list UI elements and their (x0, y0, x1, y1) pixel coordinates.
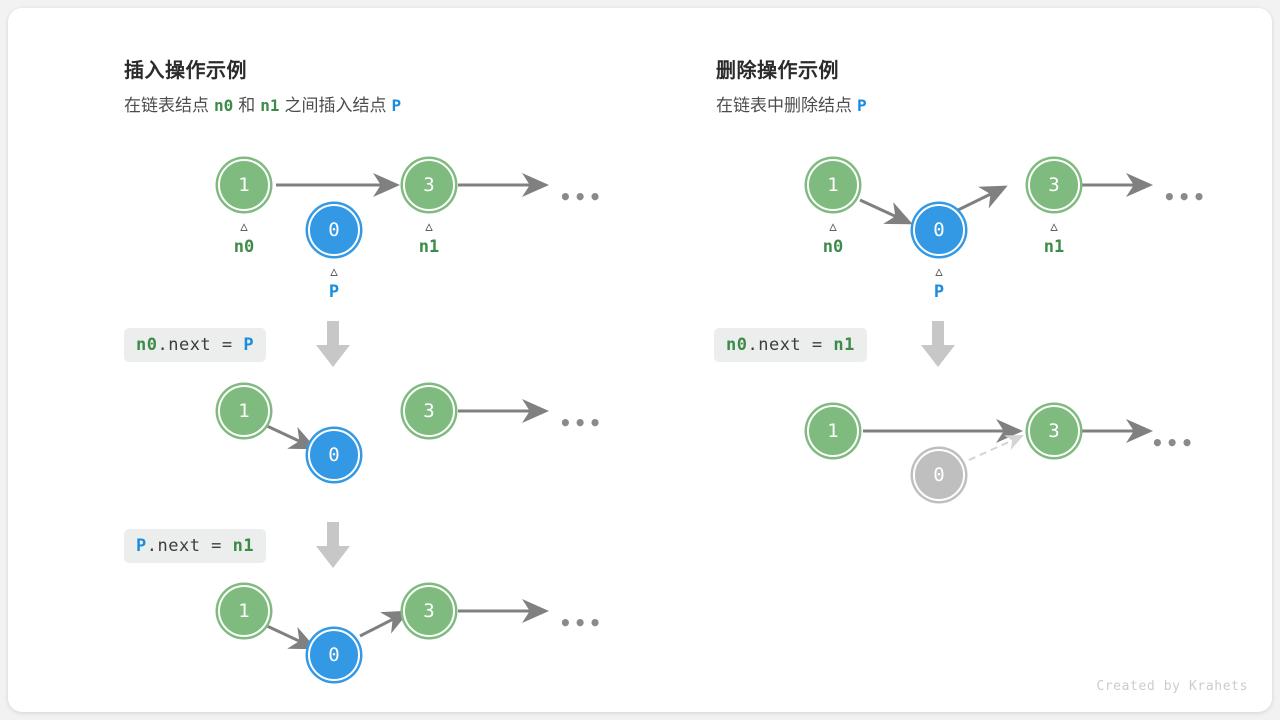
subtitle-code-p: P (857, 96, 867, 115)
caret-icon: ▵ (425, 217, 433, 235)
node-3-row2: 3 (1028, 405, 1080, 457)
delete-panel-title: 删除操作示例 (716, 60, 839, 82)
code-target: P (136, 536, 147, 556)
node-0-row1: 0 (913, 204, 965, 256)
node-3-row3: 3 (403, 585, 455, 637)
delete-panel: 删除操作示例 在链表中删除结点 P 1 0 3 ••• ▵ n0 ▵ P ▵ (640, 8, 1272, 712)
pointer-n0-row1: ▵ n0 (803, 217, 863, 258)
pointer-n0-row1: ▵ n0 (214, 217, 274, 258)
pointer-p-row1: ▵ P (909, 262, 969, 303)
delete-step1-code: n0.next = n1 (714, 328, 867, 362)
pointer-label: n0 (822, 237, 844, 257)
node-3-row2: 3 (403, 385, 455, 437)
subtitle-text-1: 在链表结点 (124, 96, 209, 115)
subtitle-code-n1: n1 (260, 96, 280, 115)
insert-step2-code: P.next = n1 (124, 529, 267, 563)
ellipsis-row2: ••• (1151, 431, 1196, 455)
ellipsis-row3: ••• (559, 611, 604, 635)
pointer-label: n1 (1043, 237, 1065, 257)
delete-step1-down-arrow-icon (921, 321, 955, 367)
code-value: n1 (232, 536, 255, 556)
code-target: n0 (136, 335, 158, 355)
code-value: n1 (833, 335, 855, 355)
node-3-row1: 3 (1028, 159, 1080, 211)
code-middle: .next = (157, 335, 244, 355)
credit-text: Created by Krahets (1096, 679, 1248, 694)
node-0-row3: 0 (308, 629, 360, 681)
insert-step1-code: n0.next = P (124, 328, 267, 362)
caret-icon: ▵ (330, 262, 338, 280)
caret-icon: ▵ (829, 217, 837, 235)
delete-panel-subtitle: 在链表中删除结点 P (716, 91, 872, 116)
node-1-row1: 1 (807, 159, 859, 211)
caret-icon: ▵ (1050, 217, 1058, 235)
node-1-row1: 1 (218, 159, 270, 211)
caret-icon: ▵ (240, 217, 248, 235)
pointer-label: P (933, 282, 945, 302)
subtitle-text-1: 在链表中删除结点 (716, 96, 852, 115)
code-target: n0 (726, 335, 748, 355)
node-1-row2: 1 (218, 385, 270, 437)
subtitle-code-p: P (391, 96, 402, 115)
code-middle: .next = (146, 536, 233, 556)
code-middle: .next = (747, 335, 834, 355)
ellipsis-row1: ••• (1163, 185, 1208, 209)
pointer-p-row1: ▵ P (304, 262, 364, 303)
ellipsis-row2: ••• (559, 411, 604, 435)
subtitle-text-2: 和 (238, 96, 256, 115)
node-1-row3: 1 (218, 585, 270, 637)
ellipsis-row1: ••• (559, 185, 604, 209)
insert-step2-down-arrow-icon (316, 522, 350, 568)
node-0-deleted: 0 (913, 449, 965, 501)
node-0-row1: 0 (308, 204, 360, 256)
pointer-label: n0 (233, 237, 255, 257)
insert-row1-edges (266, 173, 549, 650)
pointer-label: n1 (418, 237, 440, 257)
pointer-n1-row1: ▵ n1 (399, 217, 459, 258)
subtitle-text-3: 之间插入结点 (284, 96, 387, 115)
insert-panel-title: 插入操作示例 (124, 60, 247, 82)
node-0-row2: 0 (308, 429, 360, 481)
pointer-n1-row1: ▵ n1 (1024, 217, 1084, 258)
node-3-row1: 3 (403, 159, 455, 211)
code-value: P (243, 335, 255, 355)
subtitle-code-n0: n0 (214, 96, 234, 115)
caret-icon: ▵ (935, 262, 943, 280)
pointer-label: P (328, 282, 340, 302)
node-1-row2: 1 (807, 405, 859, 457)
insert-step1-down-arrow-icon (316, 321, 350, 367)
